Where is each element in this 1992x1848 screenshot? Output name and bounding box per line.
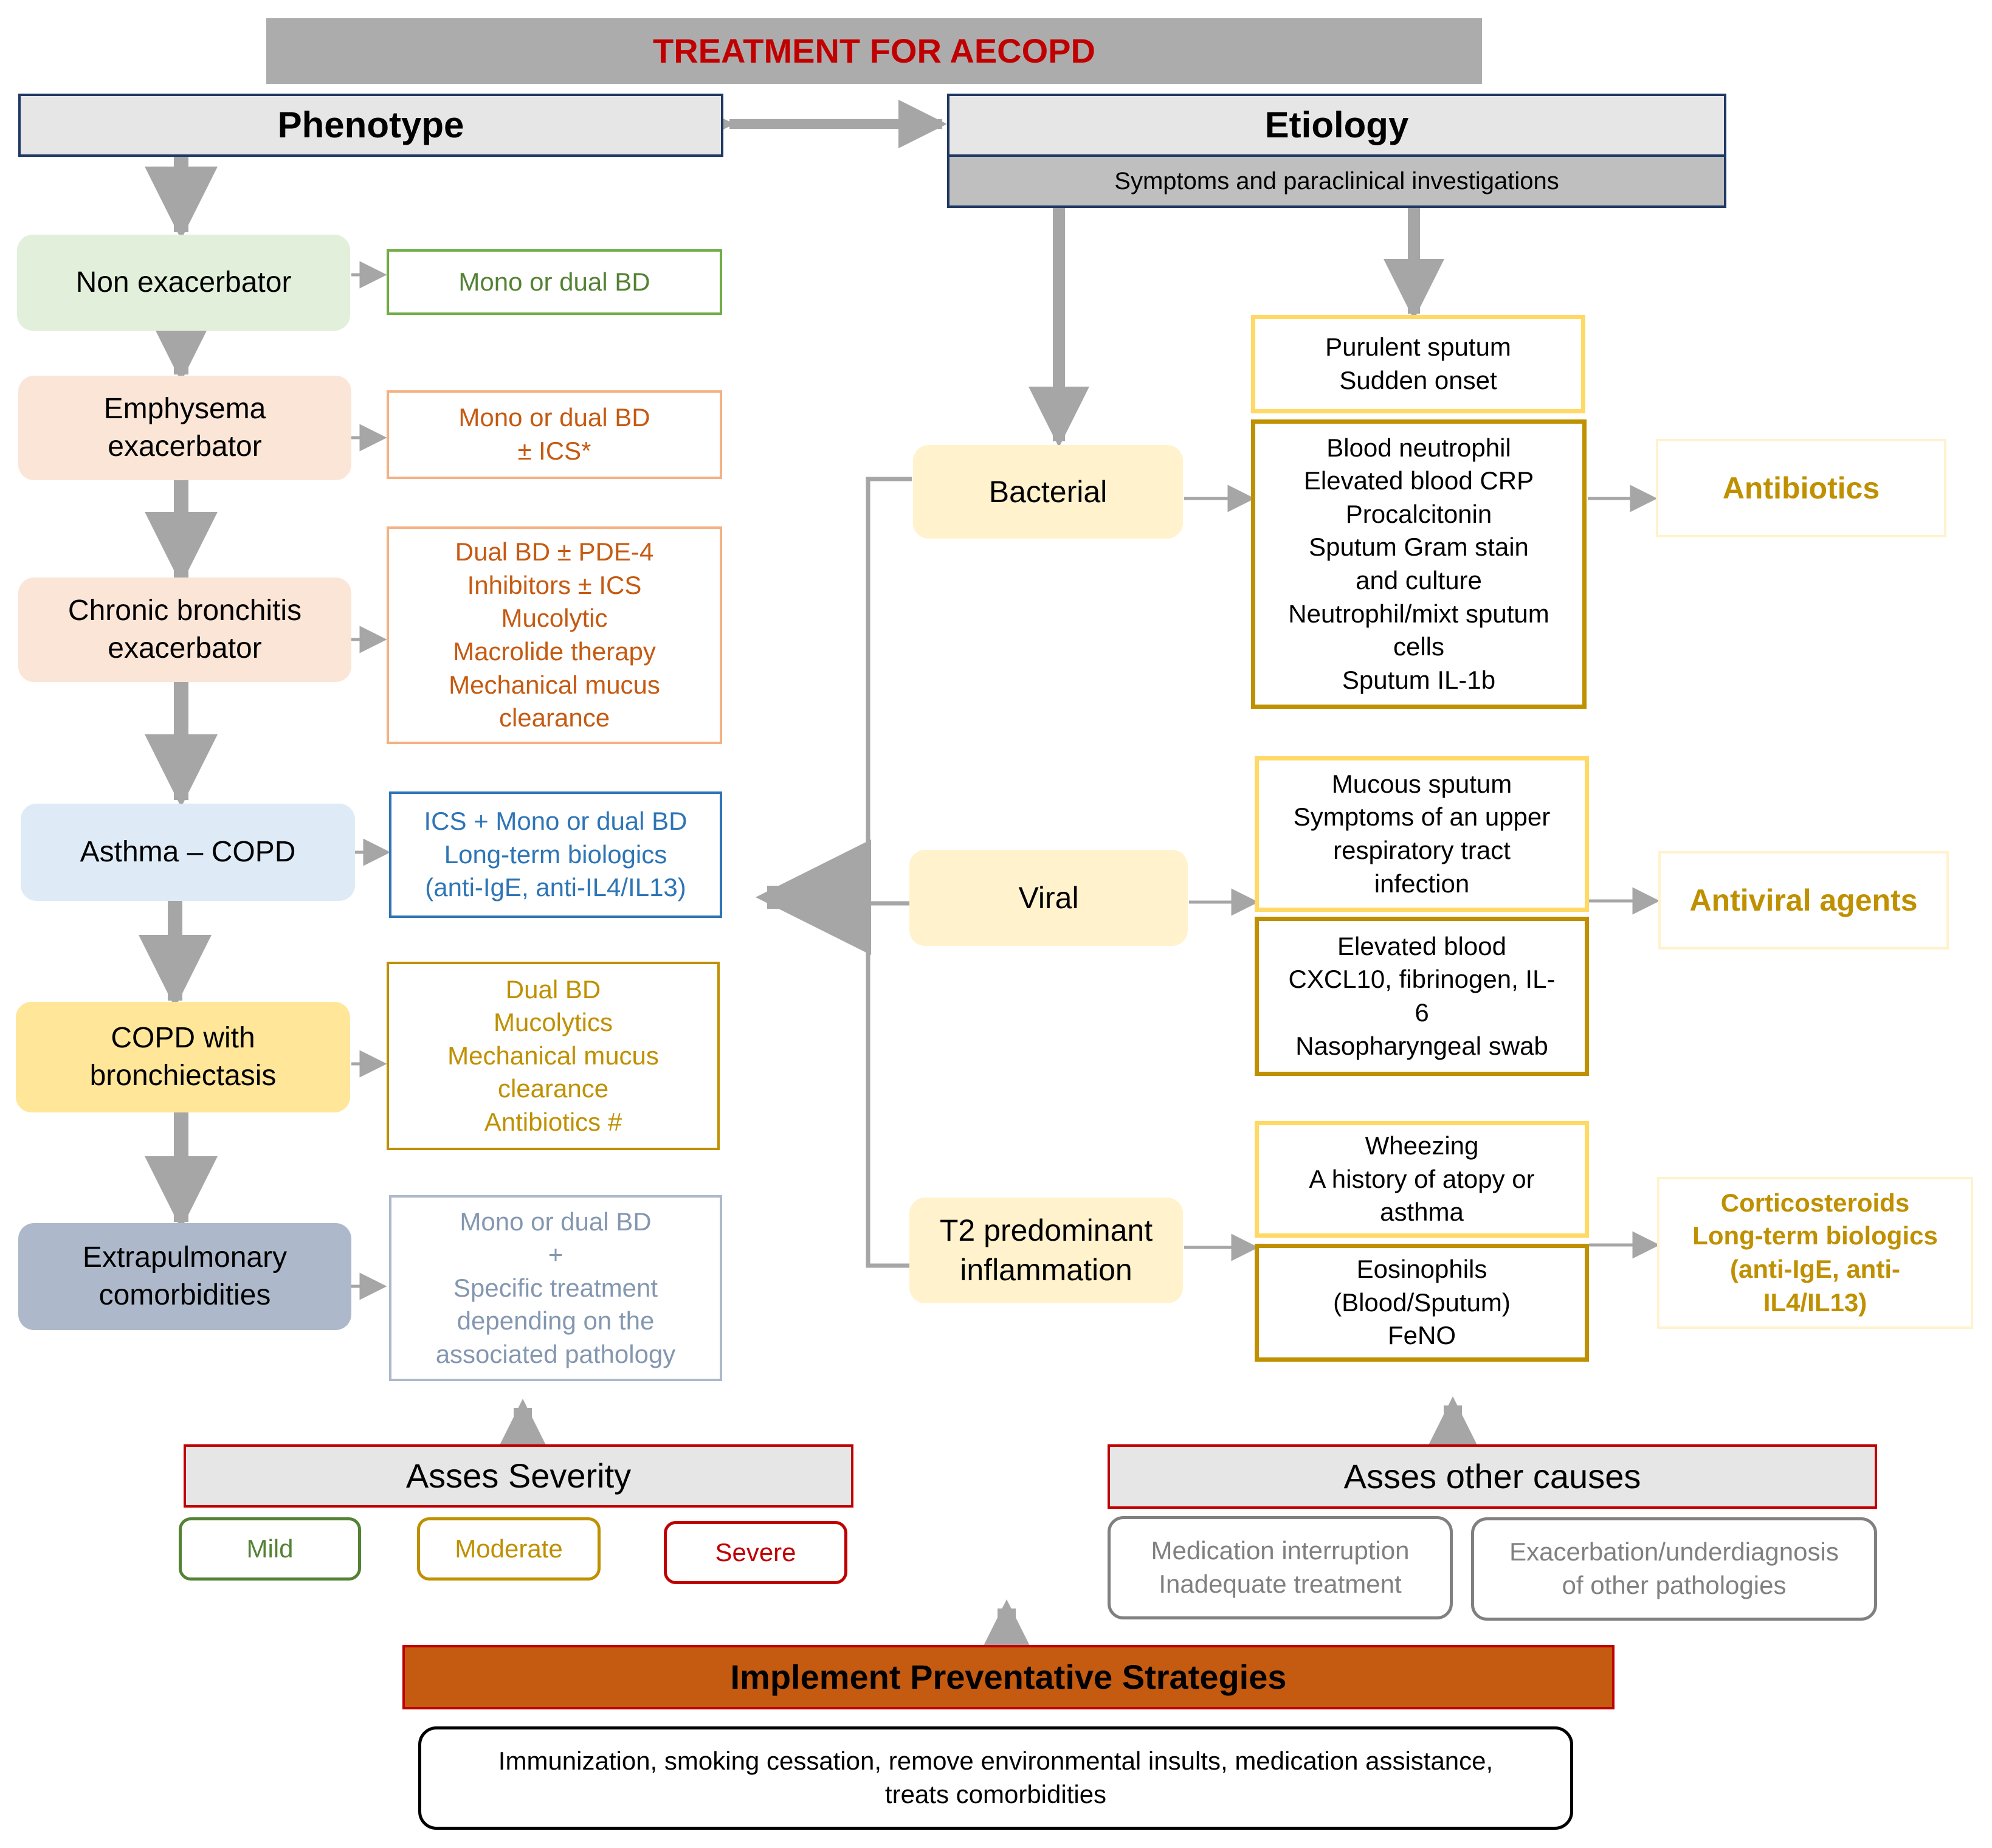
assess-severity-header: Asses Severity [184, 1444, 853, 1508]
prevention-details: Immunization, smoking cessation, remove … [418, 1726, 1573, 1830]
t2-investigations: Eosinophils(Blood/Sputum)FeNO [1255, 1244, 1589, 1362]
phenotype-asthma-copd: Asthma – COPD [21, 804, 355, 901]
severity-moderate: Moderate [417, 1517, 601, 1581]
etiology-subheader: Symptoms and paraclinical investigations [947, 154, 1726, 208]
treatment-antibiotics: Antibiotics [1656, 439, 1946, 537]
severity-severe: Severe [664, 1521, 847, 1584]
prevention-header: Implement Preventative Strategies [402, 1645, 1615, 1709]
cause-viral: Viral [909, 850, 1188, 946]
phenotype-non-exacerbator: Non exacerbator [17, 235, 350, 331]
treatment-antiviral-agents: Antiviral agents [1658, 851, 1949, 950]
diagram-title: TREATMENT FOR AECOPD [266, 18, 1482, 84]
treatment-non-exacerbator: Mono or dual BD [387, 249, 722, 315]
treatment-emphysema: Mono or dual BD± ICS* [387, 390, 722, 479]
assess-other-causes-header: Asses other causes [1108, 1444, 1877, 1509]
severity-mild: Mild [179, 1517, 361, 1581]
etiology-header: Etiology [947, 94, 1726, 157]
phenotype-header: Phenotype [18, 94, 723, 157]
cause-bacterial: Bacterial [913, 445, 1183, 539]
